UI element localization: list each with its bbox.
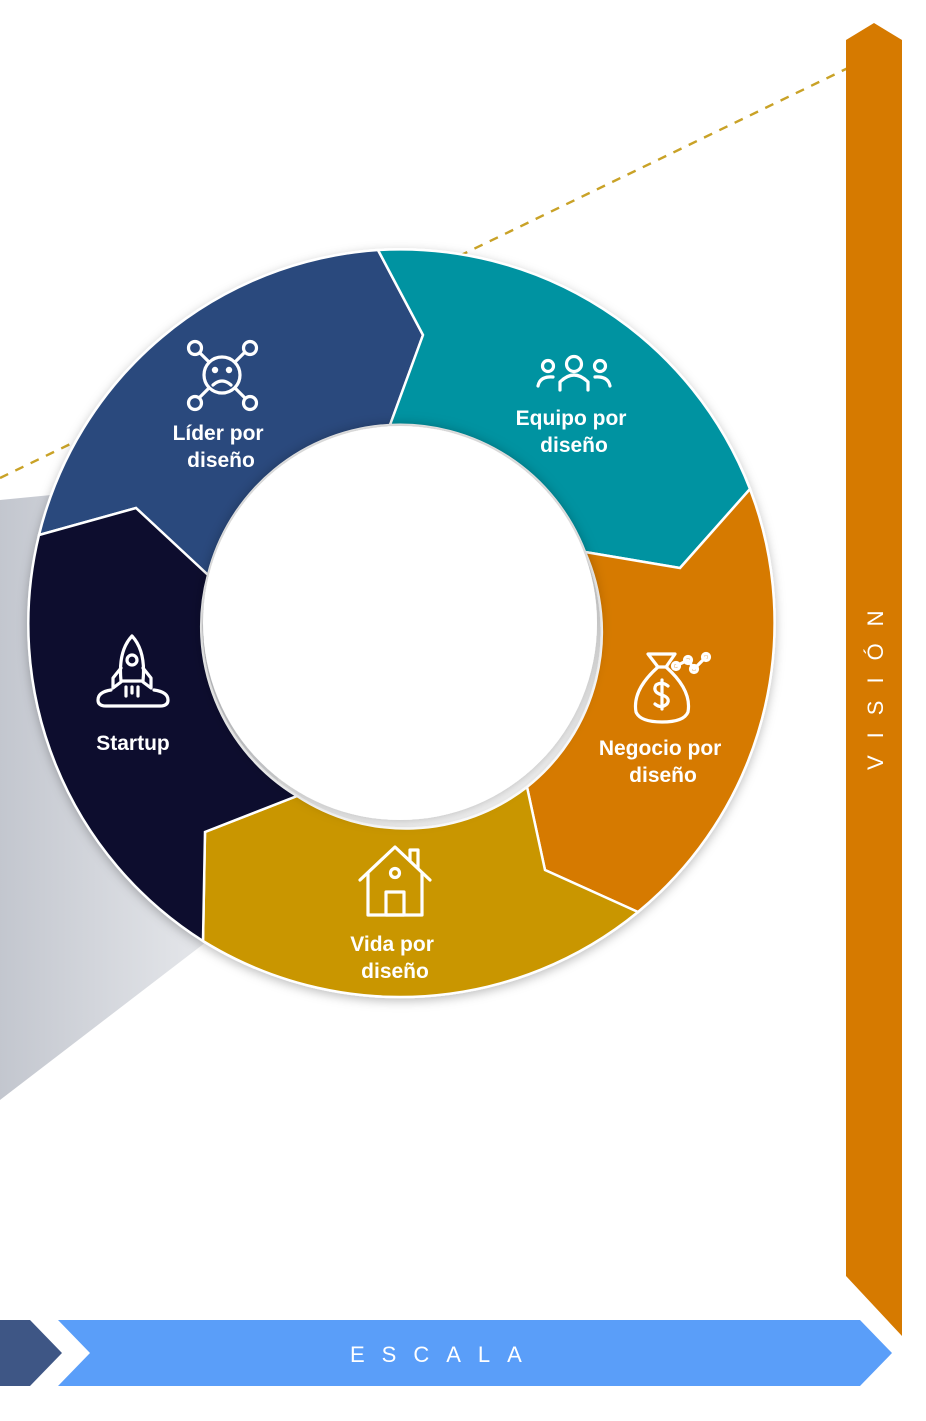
segment-label-negocio: Negocio por diseño [599, 737, 727, 787]
network-person-icon [186, 339, 259, 412]
team-icon [536, 354, 612, 392]
rocket-icon [96, 634, 170, 708]
segment-label-startup: Startup [96, 732, 170, 755]
segment-lider [37, 248, 425, 578]
ring-center [203, 426, 597, 820]
vision-axis-label: VISIÓN [863, 593, 888, 770]
money-bag-icon [633, 651, 712, 724]
segment-startup [27, 506, 300, 944]
escala-axis-label: ESCALA [350, 1342, 539, 1367]
vision-axis-arrow [846, 23, 902, 1336]
escala-axis-arrow [58, 1320, 892, 1386]
escala-lead-chevron [0, 1320, 62, 1386]
segment-equipo [375, 248, 752, 570]
house-icon [358, 845, 432, 917]
segment-label-equipo: Equipo por diseño [516, 407, 633, 457]
segment-label-vida: Vida por diseño [350, 933, 439, 983]
segment-label-lider: Líder por diseño [173, 422, 270, 472]
